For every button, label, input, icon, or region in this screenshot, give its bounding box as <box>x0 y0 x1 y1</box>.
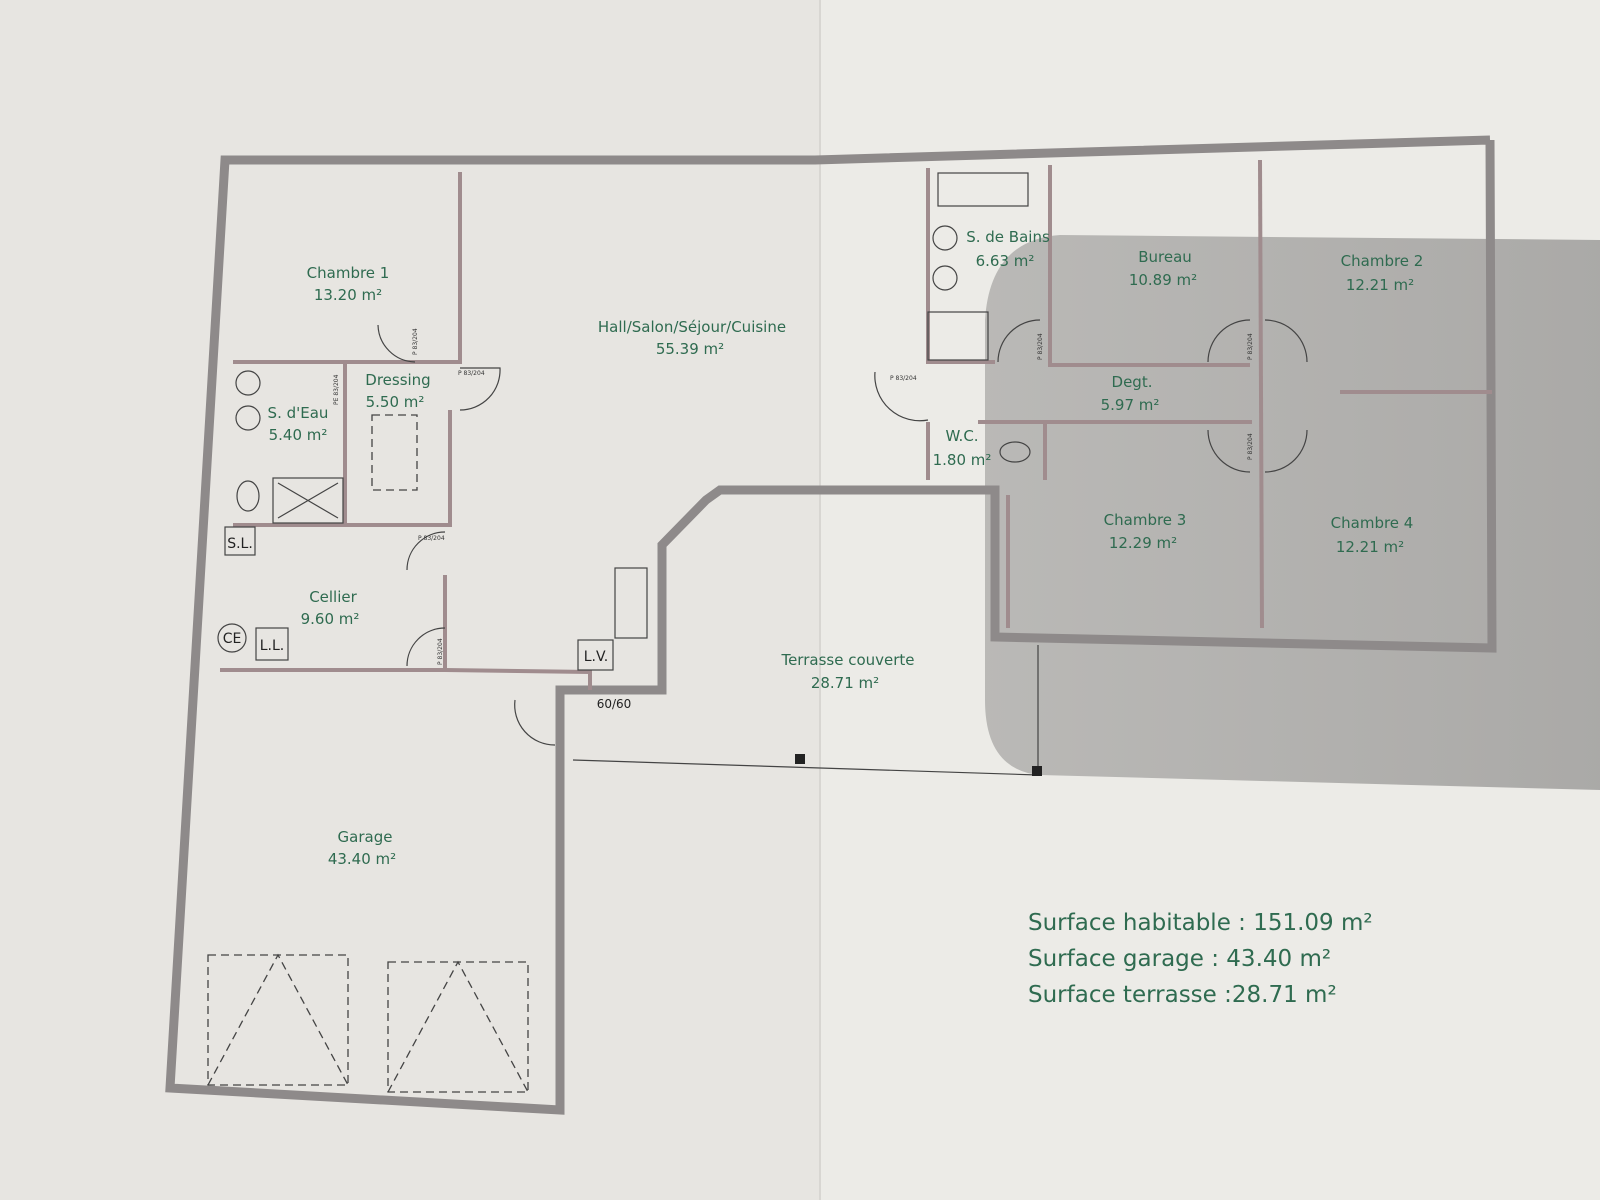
shadow <box>985 235 1600 790</box>
room-area: 5.40 m² <box>269 426 328 444</box>
sink-icon <box>235 405 261 431</box>
door-label: P 83/204 <box>458 370 485 377</box>
door-label: P 83/204 <box>418 535 445 542</box>
room-area: 1.80 m² <box>933 451 992 469</box>
door-label: P 83/204 <box>890 375 917 382</box>
summary-line: Surface garage : 43.40 m² <box>1028 946 1331 972</box>
summary-line: Surface terrasse :28.71 m² <box>1028 982 1337 1008</box>
kitchen-sink-icon <box>614 567 648 639</box>
sink-icon <box>932 265 958 291</box>
sink-icon <box>932 225 958 251</box>
bathtub-icon <box>937 172 1029 207</box>
door-label: P 83/204 <box>437 638 444 665</box>
room-name: S. d'Eau <box>268 404 329 422</box>
room-name: S. de Bains <box>966 228 1050 246</box>
room-area: 55.39 m² <box>656 340 724 358</box>
room-area: 43.40 m² <box>328 850 396 868</box>
room-area: 10.89 m² <box>1129 271 1197 289</box>
room-area: 9.60 m² <box>301 610 360 628</box>
fixture-label: L.V. <box>584 649 608 665</box>
fixture-label: 60/60 <box>597 697 632 711</box>
room-area: 12.21 m² <box>1336 538 1404 556</box>
door-label: P 83/204 <box>412 328 419 355</box>
room-area: 5.50 m² <box>366 393 425 411</box>
room-name: Terrasse couverte <box>780 651 914 669</box>
room-area: 6.63 m² <box>976 252 1035 270</box>
room-name: Chambre 2 <box>1341 252 1424 270</box>
room-name: Garage <box>338 828 393 846</box>
fixture-label: L.L. <box>260 638 285 654</box>
fixture-labels: S.L. CE L.L. L.V. 60/60 <box>223 536 632 711</box>
room-name: Cellier <box>309 588 357 606</box>
room-name: Bureau <box>1138 248 1192 266</box>
room-name: W.C. <box>945 427 978 445</box>
room-name: Dressing <box>365 371 430 389</box>
room-area: 5.97 m² <box>1101 396 1160 414</box>
room-area: 12.29 m² <box>1109 534 1177 552</box>
room-name: Degt. <box>1112 373 1153 391</box>
surface-summary: Surface habitable : 151.09 m² Surface ga… <box>1028 910 1373 1008</box>
wardrobe <box>371 414 418 491</box>
door-label: P 83/204 <box>1247 433 1254 460</box>
door-label: P 83/204 <box>1247 333 1254 360</box>
shower-icon <box>272 477 344 524</box>
toilet-icon <box>999 441 1031 463</box>
walls <box>165 135 1497 1115</box>
fixture-label: CE <box>223 631 242 647</box>
room-name: Hall/Salon/Séjour/Cuisine <box>598 318 786 336</box>
room-labels: Chambre 1 13.20 m² Hall/Salon/Séjour/Cui… <box>268 228 1424 868</box>
fixture-label: S.L. <box>227 536 253 552</box>
door-label: P 83/204 <box>1037 333 1044 360</box>
room-area: 12.21 m² <box>1346 276 1414 294</box>
room-area: 28.71 m² <box>811 674 879 692</box>
summary-line: Surface habitable : 151.09 m² <box>1028 910 1373 936</box>
room-name: Chambre 4 <box>1331 514 1414 532</box>
room-name: Chambre 1 <box>307 264 390 282</box>
room-area: 13.20 m² <box>314 286 382 304</box>
sink-icon <box>235 370 261 396</box>
room-name: Chambre 3 <box>1104 511 1187 529</box>
doors: P 83/204 P 83/204 P 83/204 PE 83/204 P 8… <box>333 319 1308 746</box>
toilet-icon <box>236 480 260 512</box>
door-label: PE 83/204 <box>333 374 340 405</box>
water-heater-icon <box>217 623 247 653</box>
fixtures <box>207 172 1042 1093</box>
paper-left-page <box>0 0 820 1200</box>
shower-icon <box>927 311 989 361</box>
